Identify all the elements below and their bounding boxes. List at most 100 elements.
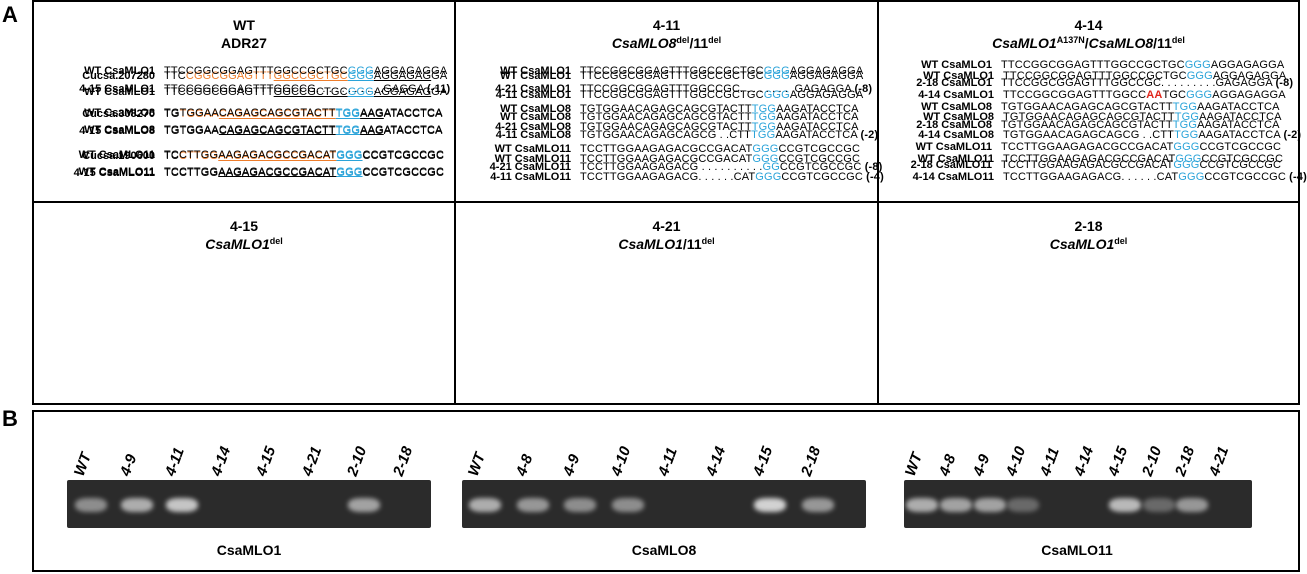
sequence-text: TCCTTGGAAGAGACGCCGACATGGGCCGTCGCCGC bbox=[580, 142, 860, 156]
sequence-segment: CCGTCGCCGC bbox=[362, 166, 445, 178]
cell-genotype: CsaMLO1A137N/CsaMLO8/11del bbox=[879, 34, 1298, 52]
sequence-row: WT CsaMLO8 TGTGGAACAGAGCAGCGTACTTTGGAAGAT… bbox=[456, 102, 877, 116]
sequence-segment: GG bbox=[762, 161, 780, 173]
sequence-segment: TGG bbox=[751, 111, 777, 123]
sequence-name: WT CsaMLO8 bbox=[84, 124, 155, 136]
sequence-segment: GGG bbox=[1175, 153, 1202, 165]
sequence-segment: (-4) bbox=[1289, 171, 1307, 183]
sequence-segment: TGTGGAACAGAGCAGCGTACTT bbox=[580, 111, 752, 123]
sequence-segment: TCCTTGGAAGAGACGCCGACAT bbox=[164, 149, 337, 161]
gel-band bbox=[939, 498, 972, 512]
cell-genotype: CsaMLO1del bbox=[34, 235, 454, 253]
genotype-superscript-2: del bbox=[1171, 35, 1185, 45]
sequence-segment: AGGAGAGGA bbox=[1212, 89, 1286, 101]
sequence-text: TGTGGAACAGAGCAGCG . .CTTTGGAAGATACCTCA (… bbox=[580, 128, 878, 142]
sequence-text: TGTGGAACAGAGCAGCGTACTTTGGAAGATACCTCA bbox=[580, 102, 859, 116]
sequence-segment: GA bbox=[431, 70, 448, 82]
sequence-segment: TGG bbox=[751, 103, 777, 115]
sequence-segment: TGG bbox=[1174, 111, 1200, 123]
sequence-name: 4-21 CsaMLO1 bbox=[495, 83, 571, 95]
sequence-segment: TGGAA bbox=[179, 108, 219, 120]
sequence-name: WT CsaMLO8 bbox=[500, 103, 571, 115]
genotype-gene: CsaMLO1 bbox=[205, 236, 270, 252]
sequence-segment: TTCCGGCGGAGTTTGGCCG. . . . . . . . . . .… bbox=[164, 83, 427, 95]
sequence-segment: CCGTCGCCGC bbox=[362, 149, 445, 161]
sequence-segment: TCCTTGG bbox=[164, 166, 219, 178]
sequence-segment: AAGATACCTCA bbox=[776, 121, 859, 133]
gel-band bbox=[348, 498, 380, 512]
sequence-segment: TCCTTGGAAGAGACGCCGACAT bbox=[1003, 153, 1176, 165]
sequence-segment: GGG bbox=[763, 65, 790, 77]
sequence-segment: AGGAGAGGA bbox=[789, 65, 864, 77]
gel-band bbox=[1108, 498, 1141, 512]
sequence-text: TCCTTGGAAGAGACGCCGACATGGGCCGTCGCCGC bbox=[164, 148, 444, 162]
sequence-text: TTCCGGCGGAGTTTGGCCGCTGCGGGAGGAGAGGA bbox=[1001, 58, 1284, 72]
sequence-name: 4-15 CsaMLO1 bbox=[79, 83, 155, 95]
sequence-segment: CCGTCGCCGC bbox=[781, 171, 867, 183]
sequence-text: TCCTTGGAAGAGACGCCGACATGGGCCGTCGCCGC bbox=[1003, 152, 1283, 166]
sequence-segment: TCCTTGGAAGAGACGCCGACAT bbox=[580, 143, 753, 155]
sequence-segment: GGG bbox=[755, 171, 782, 183]
sequence-name: 4-11 CsaMLO8 bbox=[495, 129, 571, 141]
sequence-segment: GGG bbox=[347, 86, 374, 98]
sequence-segment: AGGAGAGGA bbox=[1212, 70, 1287, 82]
sequence-segment: TTCCGGCGGAGTTTGGCC bbox=[1003, 89, 1147, 101]
sequence-name: WT CsaMLO8 bbox=[921, 101, 992, 113]
sequence-name: 4-21 CsaMLO11 bbox=[489, 161, 571, 173]
sequence-segment: AAGATACCTCA bbox=[360, 107, 443, 119]
sequence-name: 4-21 CsaMLO8 bbox=[495, 121, 571, 133]
sequence-segment: TCCTTGGAAGAGACG. . . . . .CAT bbox=[580, 171, 756, 183]
cell-genotype: CsaMLO1del bbox=[879, 235, 1298, 253]
sequence-name: Cucsa.190600 bbox=[82, 150, 155, 162]
sequence-segment: AAGATACCTCA bbox=[776, 103, 859, 115]
genotype-separator: / bbox=[1084, 35, 1089, 51]
sequence-segment: TGG bbox=[1174, 129, 1199, 141]
sequence-segment: TCCTTGGAAGAGACGCCGACAT bbox=[1001, 141, 1174, 153]
cell-title: 4-15 bbox=[229, 218, 259, 234]
sequence-segment: CCGTCGCCGC bbox=[362, 167, 445, 179]
sequence-segment: TGG bbox=[751, 121, 777, 133]
gel-band bbox=[516, 498, 549, 512]
sequence-row: WT CsaMLO1 TTCCGGCGGAGTTTGGCCGCTGCGGGAGGA… bbox=[879, 58, 1298, 72]
genotype-superscript: del bbox=[269, 236, 283, 246]
sequence-segment: TGG bbox=[335, 125, 361, 137]
cell-genotype: ADR27 bbox=[34, 34, 454, 52]
sequence-segment: GGG bbox=[763, 89, 790, 101]
sequence-segment: AGGAGAGGA bbox=[789, 70, 864, 82]
sequence-segment: AGGAGAG bbox=[373, 86, 432, 98]
sequence-segment: CAGAGCAGCGTACTT bbox=[218, 124, 336, 136]
sequence-segment: TGC bbox=[1162, 89, 1187, 101]
gel-gene-name: CsaMLO8 bbox=[631, 542, 697, 558]
sequence-text: TTCCGGCGGAGTTTGGCCGCTGCGGGAGGAGAGGA bbox=[580, 88, 863, 102]
sequence-segment: TG bbox=[164, 108, 180, 120]
gel-image bbox=[462, 480, 866, 528]
sequence-text: TTCCGGCGGAGTTTGGCCGCTGCGGGAGGAGAGGA bbox=[164, 85, 447, 99]
cell-title: 4-14 bbox=[1074, 17, 1103, 33]
sequence-name: WT CsaMLO1 bbox=[921, 59, 992, 71]
gel-band bbox=[120, 498, 153, 512]
gel-band bbox=[801, 498, 834, 512]
sequence-segment: (-8) bbox=[864, 161, 883, 173]
genotype-separator: /11 bbox=[682, 236, 702, 252]
sequence-name: WT CsaMLO8 bbox=[500, 111, 571, 123]
sequence-row: 4-15 CsaMLO1 TTCCGGCGGAGTTTGGCCG. . . . .… bbox=[34, 82, 454, 96]
sequence-name: 4-11 CsaMLO1 bbox=[495, 89, 571, 101]
cell-genotype: CsaMLO1/11del bbox=[456, 235, 877, 253]
sequence-segment: TGG bbox=[1172, 101, 1198, 113]
sequence-segment: TGTGGAACAGAGCAGCGTACTT bbox=[1001, 119, 1173, 131]
